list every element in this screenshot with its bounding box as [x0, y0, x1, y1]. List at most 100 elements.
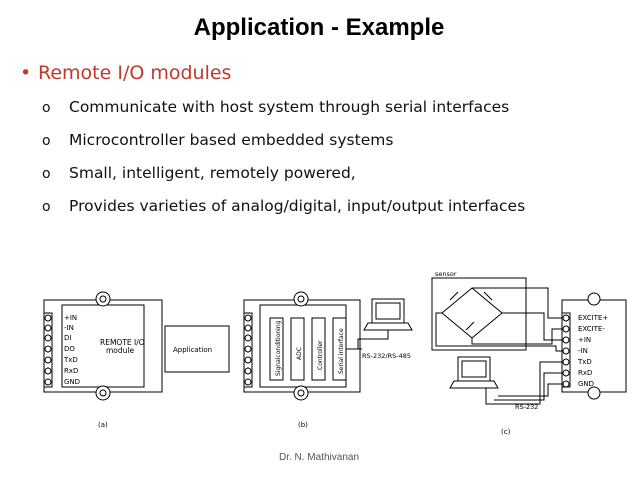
caption-b: (b) — [298, 421, 308, 429]
pin-label: EXCITE- — [578, 325, 605, 333]
sub-bullet: o Provides varieties of analog/digital, i… — [42, 196, 525, 229]
slide-title: Application - Example — [193, 14, 445, 41]
computer-icon — [449, 356, 499, 389]
sub-bullet-text: Microcontroller based embedded systems — [69, 131, 394, 149]
block-label: Controller — [317, 340, 324, 370]
pin-label: RxD — [578, 369, 592, 377]
pin-label: +IN — [64, 314, 77, 322]
screen — [461, 360, 487, 378]
block-label: Serial interface — [338, 328, 345, 374]
link-label-b: RS-232/RS-485 — [362, 352, 411, 360]
screen — [375, 302, 401, 320]
pin-label: RxD — [64, 367, 78, 375]
terminal-screw — [562, 336, 570, 344]
sub-bullet-text: Small, intelligent, remotely powered, — [69, 164, 356, 182]
block-label: Signalconditioning — [275, 320, 282, 376]
terminal-screw — [44, 324, 52, 332]
terminal-screw — [562, 314, 570, 322]
wire-txd — [485, 361, 562, 405]
bridge-resistors — [449, 291, 493, 331]
sub-bullet: o Microcontroller based embedded systems — [42, 130, 525, 163]
link-label-c: RS-232 — [515, 403, 538, 411]
application-box — [164, 325, 230, 373]
wire-excite-plus — [472, 287, 562, 319]
main-bullet: • Remote I/O modules — [20, 62, 231, 84]
terminal-screw — [44, 345, 52, 353]
terminal-screw — [244, 356, 252, 364]
terminal-screw — [562, 325, 570, 333]
keyboard — [449, 380, 499, 389]
sensor-box — [431, 277, 527, 351]
pin-label: -IN — [64, 324, 74, 332]
figure-a: +IN -IN DI DO TxD RxD GND REMOTE I/O mod… — [43, 291, 230, 429]
pin-label: TxD — [63, 356, 78, 364]
sub-bullet-marker: o — [42, 100, 51, 116]
mount-hole — [95, 291, 111, 307]
mount-hole — [95, 385, 111, 401]
main-bullet-text: Remote I/O modules — [38, 62, 232, 84]
sub-bullet-marker: o — [42, 199, 51, 215]
terminal-screw — [44, 367, 52, 375]
computer-icon — [363, 298, 413, 331]
sub-bullet: o Communicate with host system through se… — [42, 97, 525, 130]
terminal-screw — [244, 314, 252, 322]
sub-bullet-text: Communicate with host system through ser… — [69, 98, 510, 116]
block-signal-conditioning — [269, 317, 284, 381]
bullet-dot: • — [20, 62, 32, 84]
pin-label: -IN — [578, 347, 588, 355]
pin-label: GND — [64, 378, 80, 386]
serial-cable-b — [346, 330, 389, 350]
terminal-screw — [562, 380, 570, 388]
terminal-block-b — [243, 312, 253, 388]
wire-gnd — [498, 383, 562, 397]
terminal-screw — [244, 345, 252, 353]
keyboard — [363, 322, 413, 331]
wire-rxd — [494, 372, 562, 401]
terminal-screw — [44, 334, 52, 342]
terminal-strip — [243, 312, 253, 388]
sub-bullet-text: Provides varieties of analog/digital, in… — [69, 197, 526, 215]
pin-label: TxD — [577, 358, 592, 366]
terminal-screw — [244, 334, 252, 342]
mount-hole — [587, 386, 601, 400]
mount-hole — [293, 385, 309, 401]
mount-hole-inner — [297, 389, 305, 397]
pin-label: DI — [64, 334, 71, 342]
figure-b: Signalconditioning ADC Controller Serial… — [243, 291, 413, 429]
sub-bullet-list: o Communicate with host system through se… — [42, 97, 525, 229]
terminal-screw — [562, 347, 570, 355]
terminal-screw — [44, 356, 52, 364]
pin-label: DO — [64, 345, 75, 353]
block-controller — [311, 317, 326, 381]
module-b-inner — [259, 304, 347, 388]
terminal-screw — [244, 324, 252, 332]
mount-hole — [587, 292, 601, 306]
mount-hole-inner — [99, 295, 107, 303]
terminal-screw — [562, 369, 570, 377]
figure-c: sensor EXCITE+ EXCITE- +IN -IN TxD RxD G… — [431, 270, 627, 436]
terminal-strip — [43, 312, 53, 388]
terminal-screw — [244, 367, 252, 375]
mount-hole-inner — [99, 389, 107, 397]
caption-a: (a) — [98, 421, 108, 429]
footer-author: Dr. N. Mathivanan — [278, 452, 360, 463]
sensor-label: sensor — [435, 270, 457, 278]
block-adc — [290, 317, 305, 381]
bridge-sensor — [441, 287, 503, 339]
terminal-screw — [562, 358, 570, 366]
terminal-screw — [244, 378, 252, 386]
wire-in-minus — [435, 312, 562, 352]
terminal-screw — [44, 378, 52, 386]
pin-label: +IN — [578, 336, 591, 344]
sub-bullet-marker: o — [42, 133, 51, 149]
pin-label: GND — [578, 380, 594, 388]
wire-in-plus — [502, 312, 562, 341]
pin-label: EXCITE+ — [578, 314, 608, 322]
mount-hole — [293, 291, 309, 307]
block-label: ADC — [296, 347, 303, 360]
module-a-inner — [61, 304, 145, 388]
terminal-screw — [44, 314, 52, 322]
terminal-block-a — [43, 312, 53, 388]
